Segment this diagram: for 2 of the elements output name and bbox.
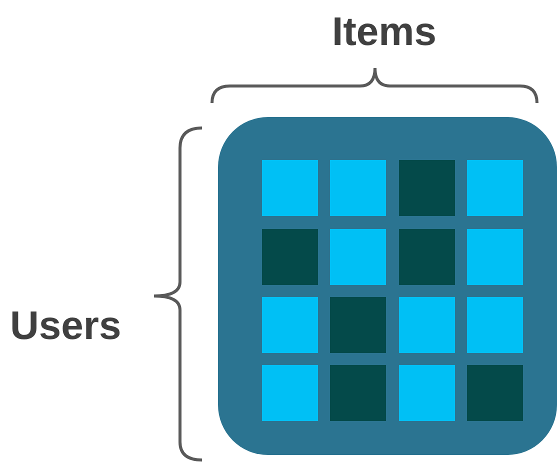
axis-label: Users: [10, 306, 122, 346]
axis-label: Items: [332, 12, 436, 52]
